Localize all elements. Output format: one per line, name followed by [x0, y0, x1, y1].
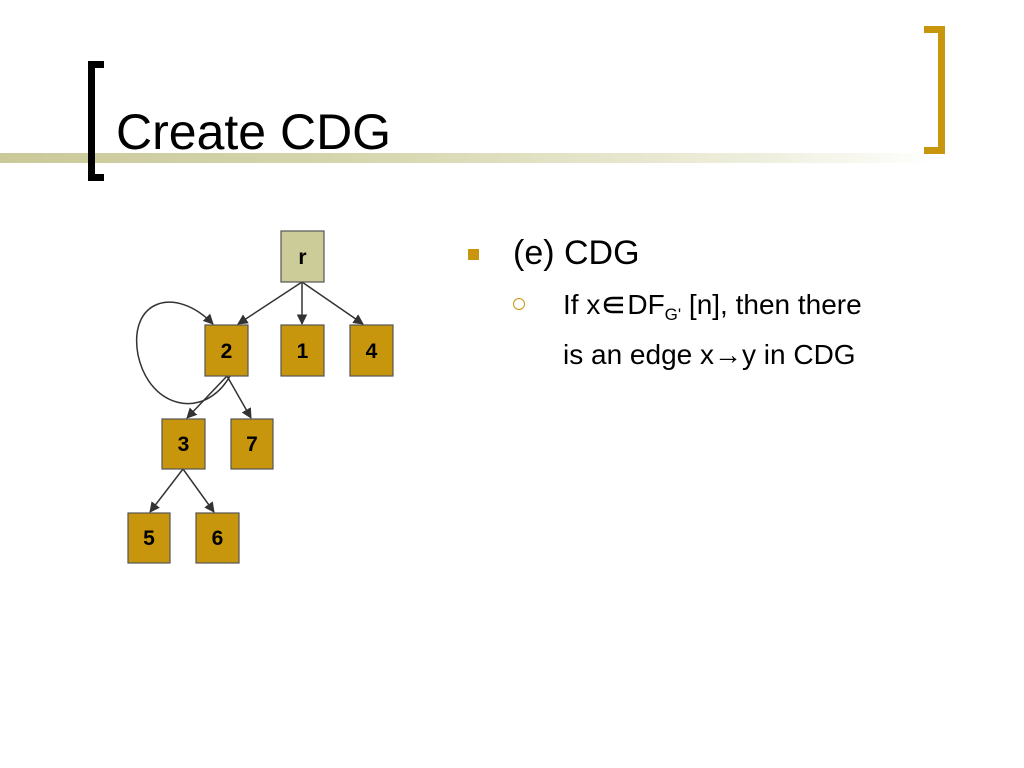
- if-x-text: If x: [563, 289, 601, 320]
- left-bracket-decoration: [88, 61, 104, 181]
- df-subscript: G': [664, 305, 682, 324]
- arrow-icon: →: [714, 339, 742, 370]
- node-6: 6: [195, 512, 240, 564]
- node-2-label: 2: [221, 340, 233, 363]
- self-loop-edge-2: [135, 301, 231, 405]
- edge-2-to-3: [186, 375, 228, 419]
- then-text: [n], then there: [681, 289, 862, 320]
- node-3-label: 3: [178, 433, 190, 456]
- node-6-label: 6: [212, 527, 224, 550]
- edge-text-start: is an edge x: [563, 339, 714, 370]
- element-of-icon: [602, 289, 626, 317]
- node-2: 2: [204, 324, 249, 377]
- node-3: 3: [161, 418, 206, 470]
- node-5-label: 5: [143, 527, 155, 550]
- node-7: 7: [230, 418, 274, 470]
- title-underline-bar: [0, 153, 940, 163]
- bullet-main-text: (e) CDG: [513, 234, 640, 272]
- node-r: r: [280, 230, 325, 283]
- sub-bullet-line-2: is an edge x→y in CDG: [563, 335, 963, 375]
- sub-bullet-circle-icon: [513, 298, 525, 310]
- edge-3-to-6: [182, 468, 215, 513]
- bullet-square-icon: [468, 249, 479, 260]
- df-text: DF: [627, 289, 665, 320]
- slide-title: Create CDG: [116, 104, 392, 160]
- node-1-label: 1: [297, 340, 309, 363]
- edge-r-to-4: [301, 281, 364, 325]
- edge-2-to-7: [226, 375, 252, 419]
- diagram-edges: [135, 281, 364, 513]
- edge-3-to-5: [149, 468, 184, 513]
- node-5: 5: [127, 512, 171, 564]
- sub-bullet-line-1: If x DFG' [n], then there: [563, 285, 963, 335]
- edge-text-end: y in CDG: [742, 339, 856, 370]
- node-4-label: 4: [366, 340, 378, 363]
- node-4: 4: [349, 324, 394, 377]
- sub-bullet-text: If x DFG' [n], then there is an edge x→y …: [563, 285, 963, 375]
- node-7-label: 7: [246, 433, 258, 456]
- edge-r-to-2: [237, 281, 303, 325]
- node-1: 1: [280, 324, 325, 377]
- node-r-label: r: [298, 246, 306, 269]
- right-bracket-decoration: [924, 26, 945, 154]
